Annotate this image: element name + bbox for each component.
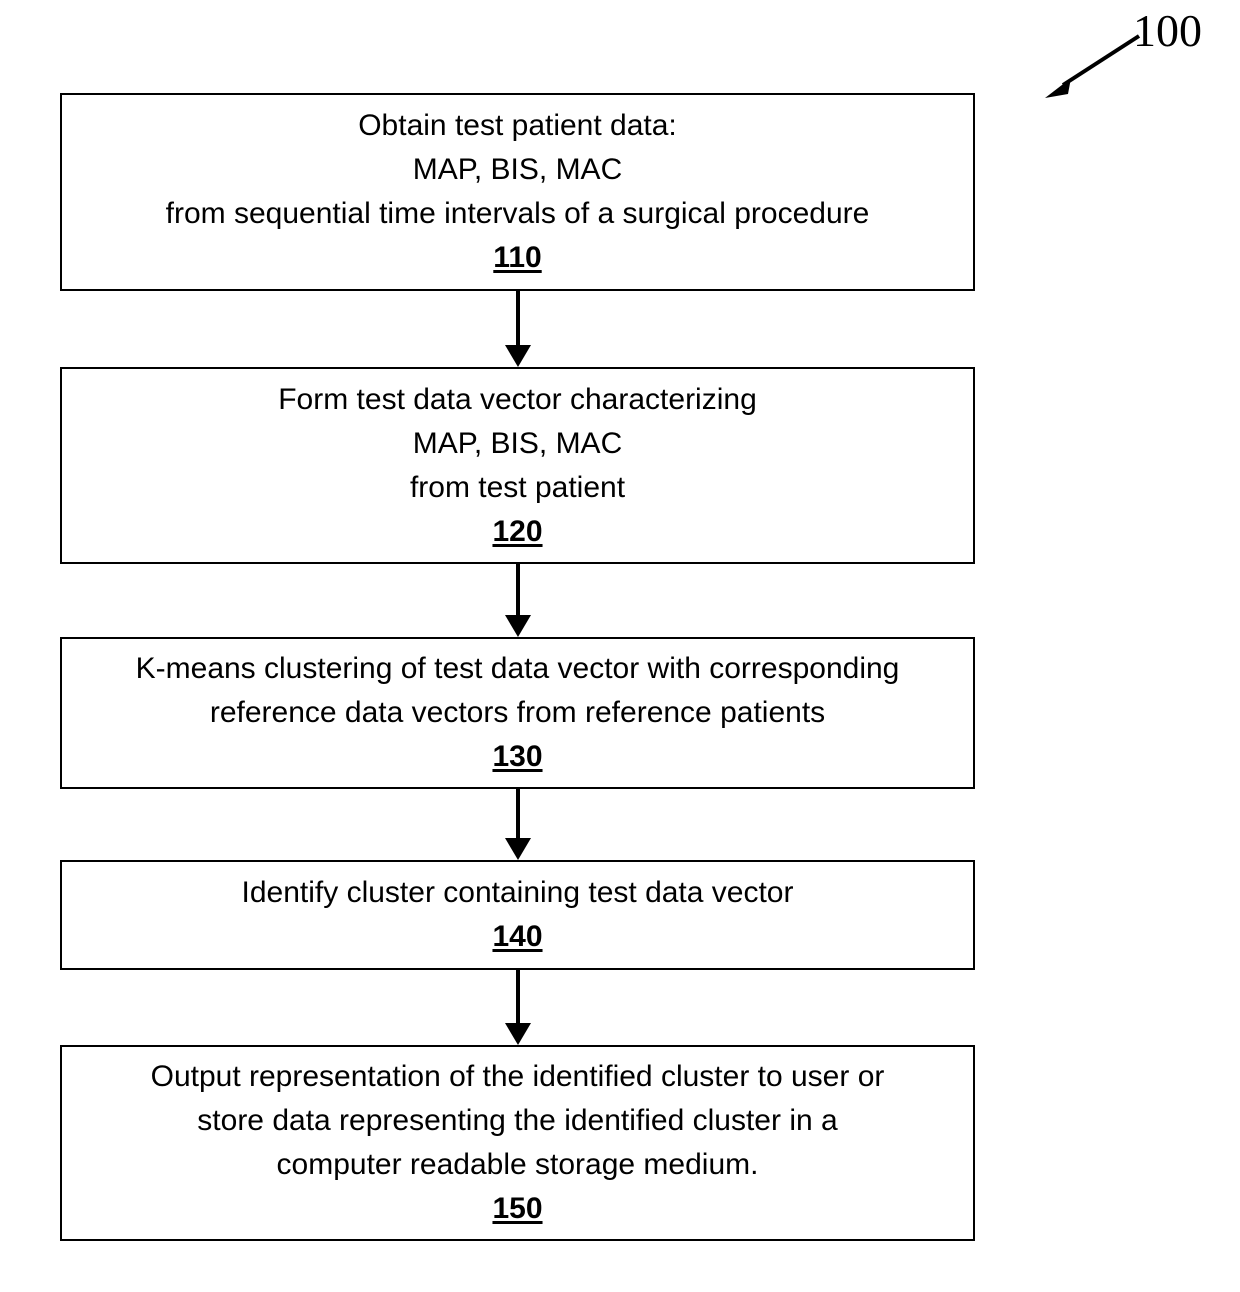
box-110-line-3: from sequential time intervals of a surg… (165, 197, 870, 230)
box-120-reference-number: 120 (492, 514, 543, 548)
box-140-reference-number: 140 (492, 920, 543, 953)
box-120-line-2: MAP, BIS, MAC (412, 426, 623, 460)
box-130-line-1: K-means clustering of test data vector w… (135, 652, 900, 685)
process-box-130: K-means clustering of test data vector w… (60, 637, 975, 789)
box-150-line-1: Output representation of the identified … (150, 1060, 885, 1093)
box-120-line-1: Form test data vector characterizing (278, 382, 757, 416)
process-box-150: Output representation of the identified … (60, 1045, 975, 1241)
process-box-120: Form test data vector characterizing MAP… (60, 367, 975, 564)
box-150-reference-number: 150 (492, 1192, 543, 1225)
arrow-down-icon (505, 564, 531, 637)
box-130-reference-number: 130 (492, 740, 543, 773)
arrow-down-icon (505, 789, 531, 860)
box-120-line-3: from test patient (409, 470, 626, 504)
box-110-line-2: MAP, BIS, MAC (412, 153, 623, 186)
connector-120-to-130 (497, 564, 539, 637)
process-box-140: Identify cluster containing test data ve… (60, 860, 975, 970)
box-150-line-3: computer readable storage medium. (276, 1148, 759, 1181)
connector-140-to-150 (497, 970, 539, 1045)
process-box-110: Obtain test patient data: MAP, BIS, MAC … (60, 93, 975, 291)
figure-reference-numeral: 100 (1133, 5, 1202, 56)
box-140-line-1: Identify cluster containing test data ve… (241, 876, 794, 909)
arrow-down-icon (505, 970, 531, 1045)
box-150-line-2: store data representing the identified c… (197, 1104, 838, 1137)
reference-leader-arrow-icon (1035, 30, 1145, 105)
arrow-down-icon (505, 291, 531, 367)
connector-130-to-140 (497, 789, 539, 860)
box-110-reference-number: 110 (493, 241, 542, 274)
box-130-line-2: reference data vectors from reference pa… (209, 696, 826, 729)
box-110-line-1: Obtain test patient data: (358, 109, 677, 142)
connector-110-to-120 (497, 291, 539, 367)
